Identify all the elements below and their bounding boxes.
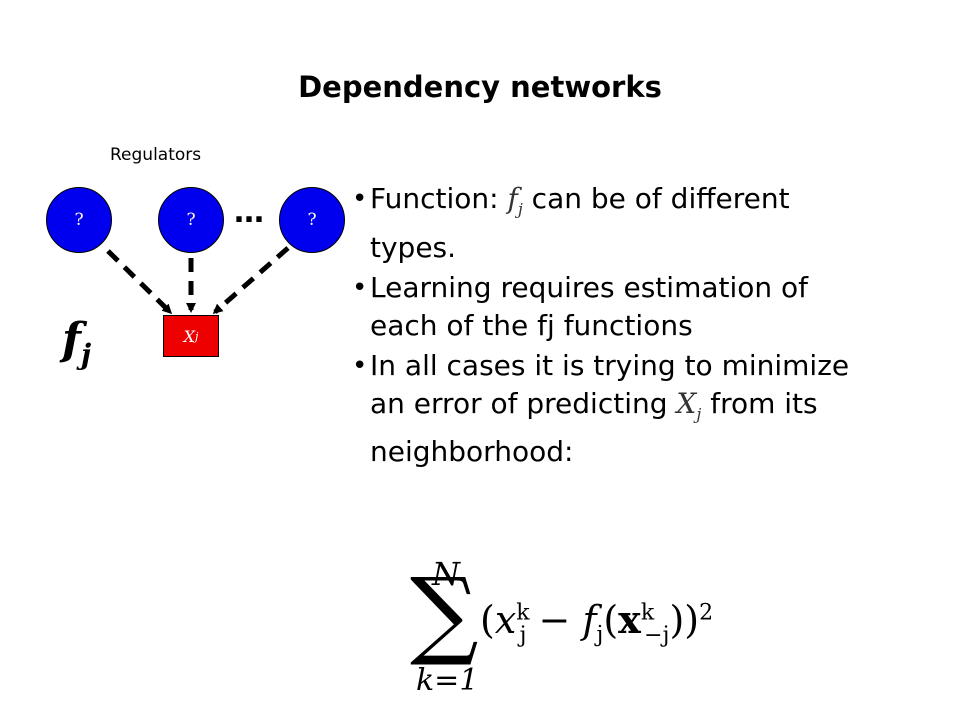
- slide-title: Dependency networks: [298, 70, 662, 104]
- math-x-j: Xj: [676, 386, 702, 424]
- edge-regulator-3: [212, 246, 290, 314]
- bullet-item: •In all cases it is trying to minimize a…: [352, 348, 850, 469]
- bullet-item: •Learning requires estimation of each of…: [352, 270, 809, 342]
- bullet-dot: •: [352, 350, 368, 381]
- sum-upper-limit: N: [432, 555, 460, 593]
- regulators-label: Regulators: [110, 145, 202, 165]
- formula-body: (xkj − fj(xk−j))2: [480, 597, 714, 648]
- bullet-item: •Function: fj can be of different types.: [352, 182, 790, 264]
- error-formula: N ∑ k=1 (xkj − fj(xk−j))2: [410, 555, 830, 705]
- sum-lower-limit: k=1: [416, 663, 479, 698]
- edge-regulator-1: [106, 249, 173, 315]
- ellipsis: …: [234, 195, 264, 230]
- regulator-node: ?: [46, 187, 112, 253]
- function-label: fj: [62, 314, 92, 371]
- regulator-node: ?: [158, 187, 224, 253]
- sigma-symbol: ∑: [410, 557, 479, 669]
- bullet-dot: •: [352, 272, 368, 303]
- regulator-node: ?: [279, 187, 345, 253]
- bullet-list: •Function: fj can be of different types.…: [352, 180, 852, 473]
- bullet-dot: •: [352, 184, 368, 214]
- math-f-j: fj: [507, 182, 523, 219]
